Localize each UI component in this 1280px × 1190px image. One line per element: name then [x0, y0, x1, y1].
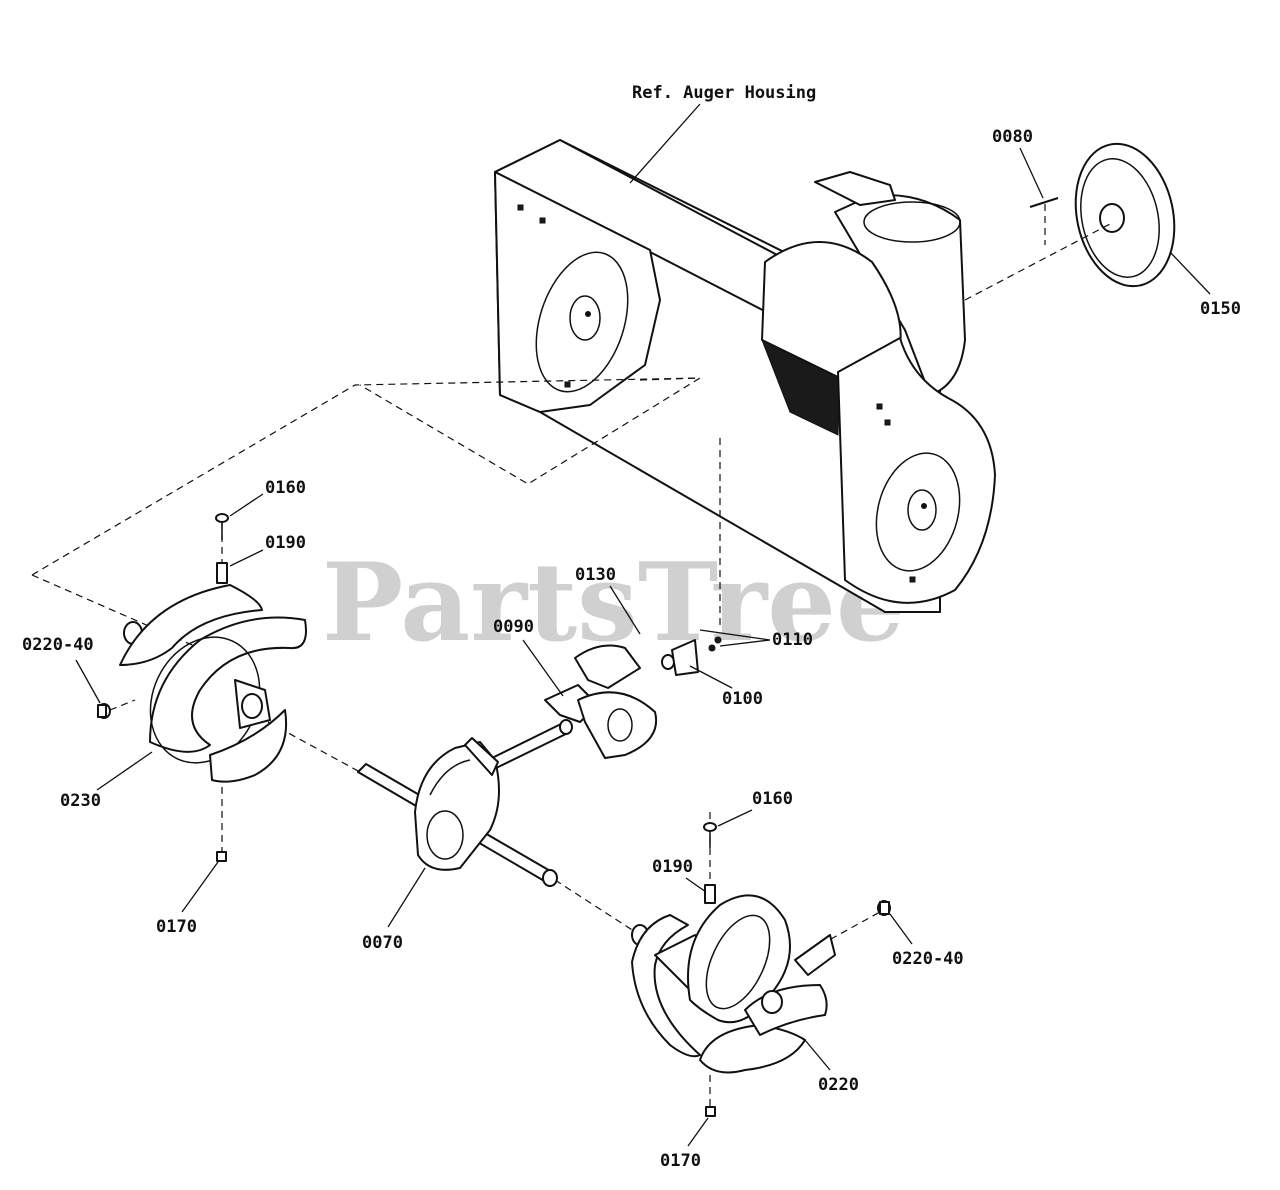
label-0170-left: 0170: [156, 917, 197, 937]
nut-0170-left: [216, 851, 227, 862]
nut-0170-bottom: [705, 1106, 716, 1117]
label-0070: 0070: [362, 933, 403, 953]
label-0220-40-left: 0220-40: [22, 635, 94, 655]
label-0230: 0230: [60, 791, 101, 811]
label-0090: 0090: [493, 617, 534, 637]
label-0110: 0110: [772, 630, 813, 650]
label-0220-40-right: 0220-40: [892, 949, 964, 969]
label-0170-bottom: 0170: [660, 1151, 701, 1171]
bolt-0160-top: [215, 513, 229, 540]
auger-housing: [494, 139, 996, 613]
label-0190-top: 0190: [265, 533, 306, 553]
label-0220: 0220: [818, 1075, 859, 1095]
fitting-0220-40-left: [97, 703, 111, 719]
label-0160-top: 0160: [265, 478, 306, 498]
right-auger-0220: [631, 894, 836, 1074]
label-0130: 0130: [575, 565, 616, 585]
fitting-0220-40-right: [877, 900, 891, 916]
label-ref-auger-housing: Ref. Auger Housing: [632, 83, 816, 103]
pulley-0150: [1074, 142, 1176, 288]
label-0150: 0150: [1200, 299, 1241, 319]
label-0160-bottom: 0160: [752, 789, 793, 809]
bolt-0160-bottom: [703, 822, 717, 848]
spacer-0190-bottom: [704, 884, 716, 904]
gearbox-shaft-0070: [357, 719, 573, 887]
left-auger-0230: [119, 584, 307, 783]
label-0190-bottom: 0190: [652, 857, 693, 877]
spacer-0190-top: [216, 562, 228, 584]
label-0080: 0080: [992, 127, 1033, 147]
impeller-0090: [544, 644, 658, 759]
label-0100: 0100: [722, 689, 763, 709]
